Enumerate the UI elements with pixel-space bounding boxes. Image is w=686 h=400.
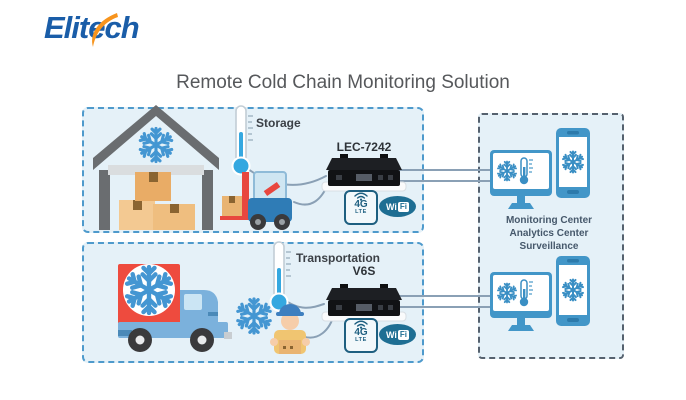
- storage-label: Storage: [256, 116, 301, 130]
- badge-4g-text: 4G: [354, 199, 368, 210]
- monitoring-center-line1: Monitoring Center: [505, 215, 593, 226]
- 4g-lte-badge: 4G LTE: [344, 190, 378, 225]
- lec7242-device-label: LEC-7242: [336, 140, 392, 154]
- cellular-waves-icon: [354, 192, 368, 201]
- badge-lte-text: LTE: [355, 337, 367, 343]
- wifi-wi-text: Wi: [385, 201, 397, 212]
- page-title: Remote Cold Chain Monitoring Solution: [176, 72, 510, 93]
- v6s-device-label: V6S: [352, 264, 376, 278]
- brand-logo: Elitech: [44, 10, 140, 45]
- wifi-badge: Wi Fi: [379, 324, 416, 345]
- logo-swoosh-icon: [92, 13, 118, 47]
- wifi-fi-text: Fi: [397, 201, 410, 212]
- 4g-lte-badge: 4G LTE: [344, 318, 378, 353]
- monitoring-center-line2: Analytics Center: [509, 228, 589, 239]
- wifi-wi-text: Wi: [385, 329, 397, 340]
- wifi-fi-text: Fi: [397, 329, 410, 340]
- badge-lte-text: LTE: [355, 209, 367, 215]
- transportation-label: Transportation: [296, 251, 381, 265]
- monitoring-center-line3: Surveillance: [519, 241, 579, 252]
- badge-4g-text: 4G: [354, 327, 368, 338]
- wifi-badge: Wi Fi: [379, 196, 416, 217]
- monitoring-center-caption: Monitoring Center Analytics Center Surve…: [478, 214, 620, 253]
